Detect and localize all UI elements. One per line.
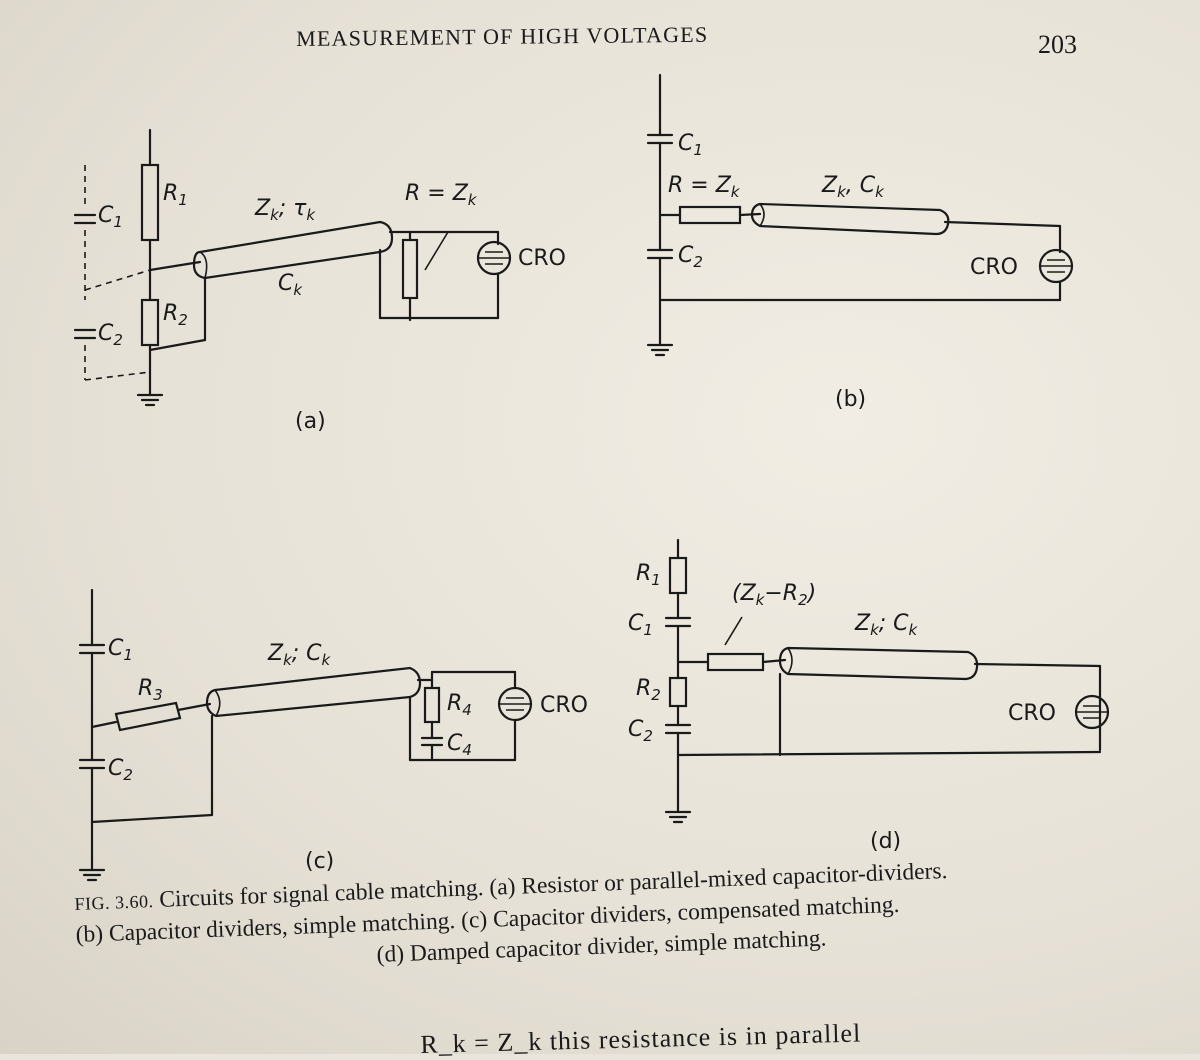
panel-c-circuit [78,588,533,882]
label-d-C1: C1 [628,611,653,639]
label-a-R1: R1 [163,181,188,209]
label-c-C2: C2 [108,756,133,784]
page-number: 203 [1038,30,1077,59]
label-c-R4: R4 [447,691,472,719]
label-a-cable-cap: Ck [278,271,303,299]
label-c-R3: R3 [138,676,163,704]
label-c-C4: C4 [447,731,472,759]
label-b-cro: CRO [970,255,1018,280]
label-d-cable: Zk; Ck [854,611,919,639]
label-d-R1: R1 [636,561,661,589]
label-d-cro: CRO [1008,701,1056,726]
panel-b-tag: (b) [835,387,866,412]
label-b-C1: C1 [678,131,703,159]
label-a-R2: R2 [163,301,188,329]
label-d-series: (Zk−R2) [732,581,816,609]
panel-b-circuit [646,73,1074,357]
label-b-term: R = Zk [668,173,741,201]
label-d-R2: R2 [636,676,661,704]
panel-a-tag: (a) [295,409,326,434]
label-a-C1: C1 [98,203,123,231]
label-a-cable: Zk; τk [254,196,316,224]
label-c-C1: C1 [108,636,133,664]
figure-label: FIG. 3.60. [74,891,154,914]
label-a-cro: CRO [518,246,566,271]
panel-c-tag: (c) [305,849,334,874]
label-a-term: R = Zk [405,181,478,209]
label-b-cable: Zk, Ck [821,173,885,201]
label-d-C2: C2 [628,717,653,745]
label-c-cable: Zk; Ck [267,641,332,669]
label-a-C2: C2 [98,321,123,349]
panel-a-circuit [73,128,512,407]
panel-d-circuit [664,538,1110,824]
label-c-cro: CRO [540,693,588,718]
panel-d-tag: (d) [870,829,901,854]
label-b-C2: C2 [678,243,703,271]
